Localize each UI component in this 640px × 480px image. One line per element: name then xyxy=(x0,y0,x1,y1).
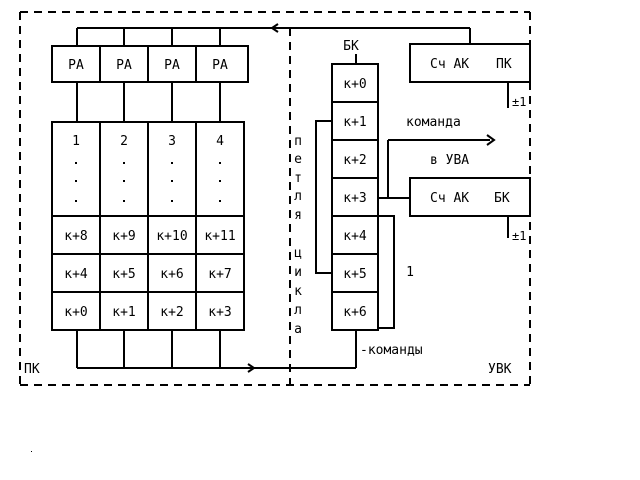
bank-cell: к+7 xyxy=(208,267,231,282)
bank-number-4: 4 xyxy=(216,134,224,149)
ellipsis-dot xyxy=(123,180,125,182)
bank-cell: к+3 xyxy=(208,305,231,320)
ellipsis-dot xyxy=(75,200,77,202)
ellipsis-dot xyxy=(75,162,77,164)
counter-pk: Сч АК ПК xyxy=(409,43,531,83)
bank-cell: к+10 xyxy=(156,229,187,244)
loop-letter: е xyxy=(294,152,302,167)
ra-label-3: РА xyxy=(164,58,180,73)
bank-cell: к+1 xyxy=(112,305,135,320)
counter-bk-name: Сч АК xyxy=(430,191,469,206)
counter-bk: Сч АК БК xyxy=(409,177,531,217)
buffer-cell: к+6 xyxy=(343,305,366,320)
stray-dot xyxy=(31,451,32,452)
bank-cell: к+4 xyxy=(64,267,88,282)
bank-cell: к+2 xyxy=(160,305,183,320)
loop-letter: а xyxy=(294,322,302,337)
ra-row: РА РА РА РА xyxy=(51,45,249,83)
loop-letter: к xyxy=(294,284,302,299)
bank-cell: к+6 xyxy=(160,267,183,282)
ellipsis-dot xyxy=(75,180,77,182)
counter-pk-tag: ПК xyxy=(496,57,512,72)
ra-label-1: РА xyxy=(68,58,84,73)
ellipsis-dot xyxy=(219,180,221,182)
loop-letter: т xyxy=(294,171,302,186)
counter-pk-step: ±1 xyxy=(512,95,526,109)
bank-cell: к+0 xyxy=(64,305,87,320)
bank-cell: к+9 xyxy=(112,229,135,244)
memory-bank-grid: 1 2 3 4 к+8 к+9 к+10 к+11 к+4 к+5 к+6 к+… xyxy=(51,121,245,331)
ellipsis-dot xyxy=(219,200,221,202)
loop-bracket xyxy=(315,120,332,274)
buffer-cell: к+1 xyxy=(343,115,366,130)
counter-bk-step: ±1 xyxy=(512,229,526,243)
command-arrow-head xyxy=(486,134,496,146)
buffer-title: БК xyxy=(343,39,359,54)
counter-pk-frame xyxy=(409,43,531,83)
counter-pk-name: Сч АК xyxy=(430,57,469,72)
buffer-cell: к+0 xyxy=(343,77,366,92)
ellipsis-dot xyxy=(219,162,221,164)
ellipsis-dot xyxy=(123,162,125,164)
ellipsis-dot xyxy=(123,200,125,202)
buffer-cell: к+2 xyxy=(343,153,366,168)
bottom-arrow-head xyxy=(247,363,256,373)
ra-label-4: РА xyxy=(212,58,228,73)
counter-bk-frame xyxy=(409,177,531,217)
command-label: команда xyxy=(406,115,461,130)
buffer-column: к+0 к+1 к+2 к+3 к+4 к+5 к+6 xyxy=(331,63,379,331)
region-label-uvk: УВК xyxy=(488,362,512,377)
loop-label: п е т л я ц и к л а xyxy=(294,134,302,337)
region-label-pk: ПК xyxy=(24,362,40,377)
bank-cell: к+8 xyxy=(64,229,87,244)
loop-letter: л xyxy=(294,303,302,318)
ellipsis-dot xyxy=(171,200,173,202)
range-bracket xyxy=(378,215,395,329)
loop-letter: я xyxy=(294,208,302,223)
commands-label: -команды xyxy=(360,343,423,358)
loop-letter: п xyxy=(294,134,302,149)
ellipsis-dot xyxy=(171,162,173,164)
bank-number-3: 3 xyxy=(168,134,176,149)
top-arrow-head xyxy=(270,23,279,33)
buffer-cell: к+3 xyxy=(343,191,366,206)
ra-row-frame xyxy=(51,45,249,83)
buffer-cell: к+4 xyxy=(343,229,367,244)
loop-letter: ц xyxy=(294,246,302,261)
bank-cell: к+5 xyxy=(112,267,135,282)
buffer-cell: к+5 xyxy=(343,267,366,282)
one-label: 1 xyxy=(406,265,414,280)
bank-cell: к+11 xyxy=(204,229,235,244)
loop-letter: и xyxy=(294,265,302,280)
bank-number-1: 1 xyxy=(72,134,80,149)
uva-label: в УВА xyxy=(430,153,469,168)
loop-letter: л xyxy=(294,189,302,204)
bank-number-2: 2 xyxy=(120,134,128,149)
counter-bk-tag: БК xyxy=(494,191,510,206)
ellipsis-dot xyxy=(171,180,173,182)
ra-label-2: РА xyxy=(116,58,132,73)
